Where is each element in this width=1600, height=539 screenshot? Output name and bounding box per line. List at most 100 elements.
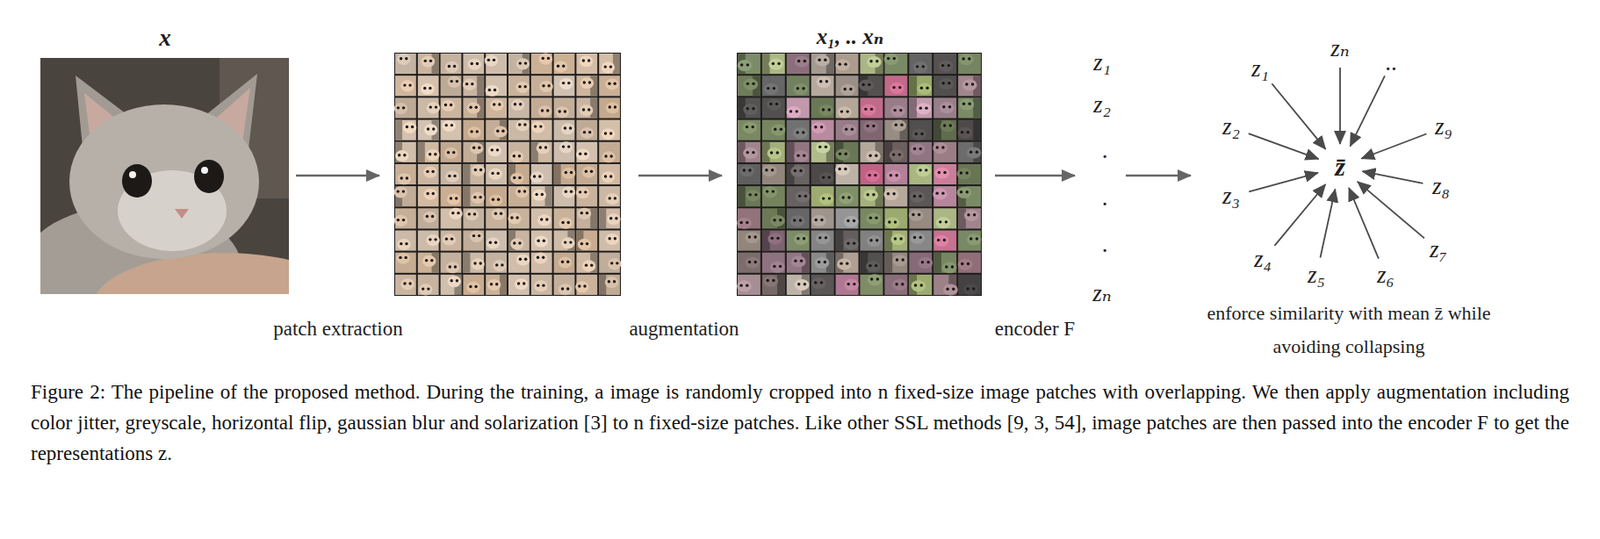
patch-cat-eye bbox=[820, 218, 823, 222]
image-patch bbox=[860, 252, 884, 274]
patch-cat-eye bbox=[838, 152, 842, 156]
patch-fill bbox=[836, 186, 859, 207]
patch-cat-face bbox=[484, 55, 498, 67]
image-patch bbox=[598, 164, 620, 185]
patch-fill bbox=[462, 208, 484, 229]
image-patch bbox=[484, 53, 507, 74]
patch-cat-face bbox=[507, 212, 521, 224]
patch-shadow bbox=[462, 164, 470, 185]
patch-cat-eye bbox=[918, 194, 922, 198]
patch-cat-eye bbox=[512, 154, 516, 158]
patch-cat-face bbox=[909, 191, 925, 203]
patch-fill bbox=[908, 164, 932, 185]
patch-cat-eye bbox=[796, 237, 800, 240]
similarity-arrow bbox=[1274, 184, 1326, 246]
patch-fill bbox=[576, 208, 598, 229]
image-patch bbox=[737, 142, 761, 163]
image-patch bbox=[554, 97, 576, 118]
patch-cat-face bbox=[843, 279, 859, 291]
patch-cat-eye bbox=[798, 194, 801, 198]
patch-cat-face bbox=[763, 275, 779, 288]
patch-cat-eye bbox=[800, 259, 803, 262]
patch-cat-face bbox=[814, 54, 830, 66]
patch-cat-face bbox=[744, 231, 760, 244]
patch-cat-eye bbox=[604, 64, 607, 68]
image-patch bbox=[418, 75, 440, 96]
patch-cat-face bbox=[423, 211, 437, 224]
patch-cat-eye bbox=[828, 108, 831, 111]
patch-fill bbox=[508, 120, 530, 141]
patch-fill bbox=[598, 75, 620, 96]
patch-cat-eye bbox=[607, 237, 611, 240]
image-patch bbox=[485, 120, 507, 141]
patch-cat-eye bbox=[518, 85, 521, 88]
patch-cat-eye bbox=[745, 221, 749, 224]
patch-cat-eye bbox=[518, 241, 521, 245]
patch-cat-eye bbox=[739, 221, 743, 224]
image-patch bbox=[786, 142, 810, 163]
patch-cat-eye bbox=[408, 281, 411, 285]
patch-cat-eye bbox=[423, 86, 426, 90]
image-patch bbox=[462, 75, 484, 96]
patch-cat-eye bbox=[843, 87, 847, 91]
image-patch bbox=[395, 75, 417, 96]
similarity-arrow bbox=[1271, 83, 1326, 150]
patch-fill bbox=[440, 97, 462, 118]
patch-shadow bbox=[972, 97, 981, 118]
patch-cat-face bbox=[786, 106, 802, 118]
patch-cat-face bbox=[558, 283, 572, 296]
patch-fill bbox=[440, 53, 462, 74]
patch-cat-eye bbox=[764, 168, 768, 172]
patch-cat-eye bbox=[936, 238, 940, 242]
patch-cat-eye bbox=[898, 86, 901, 89]
patch-cat-eye bbox=[792, 218, 796, 222]
patch-shadow bbox=[860, 252, 869, 274]
patch-cat-eye bbox=[429, 59, 433, 63]
patch-cat-eye bbox=[518, 102, 522, 106]
flow-arrow bbox=[295, 174, 380, 178]
patch-fill bbox=[786, 252, 810, 274]
patch-cat-eye bbox=[492, 58, 496, 62]
patch-cat-face bbox=[794, 56, 810, 68]
representation-label: z₃ bbox=[1222, 182, 1240, 210]
patch-cat-face bbox=[910, 232, 926, 245]
flow-connector bbox=[1125, 174, 1191, 178]
image-patch bbox=[860, 164, 884, 185]
patch-cat-face bbox=[536, 142, 550, 154]
patch-cat-eye bbox=[567, 144, 570, 148]
patch-cat-eye bbox=[793, 259, 797, 262]
patch-cat-eye bbox=[542, 239, 546, 243]
representation-label: z₅ bbox=[1307, 261, 1326, 289]
patch-cat-eye bbox=[935, 191, 938, 195]
patch-fill bbox=[836, 274, 859, 296]
image-patch bbox=[462, 186, 484, 207]
patch-cat-face bbox=[486, 237, 500, 249]
patch-cat-face bbox=[843, 216, 859, 228]
patch-cat-eye bbox=[846, 241, 850, 245]
patch-fill bbox=[884, 97, 908, 118]
patch-shadow bbox=[476, 75, 484, 96]
image-patch bbox=[933, 208, 957, 229]
patch-cat-eye bbox=[563, 126, 567, 130]
patch-fill bbox=[554, 97, 576, 118]
patch-cat-eye bbox=[546, 108, 549, 112]
patch-cat-eye bbox=[431, 170, 434, 173]
patch-cat-face bbox=[425, 234, 440, 246]
patch-cat-face bbox=[515, 119, 529, 131]
image-patch bbox=[786, 120, 810, 141]
image-patch bbox=[554, 230, 576, 251]
flow-connector bbox=[994, 174, 1075, 178]
patch-cat-eye bbox=[894, 173, 898, 177]
patch-fill bbox=[811, 53, 835, 74]
patch-cat-face bbox=[866, 56, 882, 68]
image-patch bbox=[762, 97, 786, 118]
image-patch bbox=[958, 120, 981, 141]
patch-fill bbox=[395, 252, 417, 274]
patch-cat-eye bbox=[773, 128, 777, 131]
patch-cat-eye bbox=[475, 106, 478, 109]
image-label: x bbox=[158, 24, 172, 52]
patch-fill bbox=[933, 75, 957, 96]
image-patch bbox=[762, 164, 786, 185]
patch-cat-face bbox=[395, 150, 409, 162]
patch-fill bbox=[908, 53, 932, 74]
